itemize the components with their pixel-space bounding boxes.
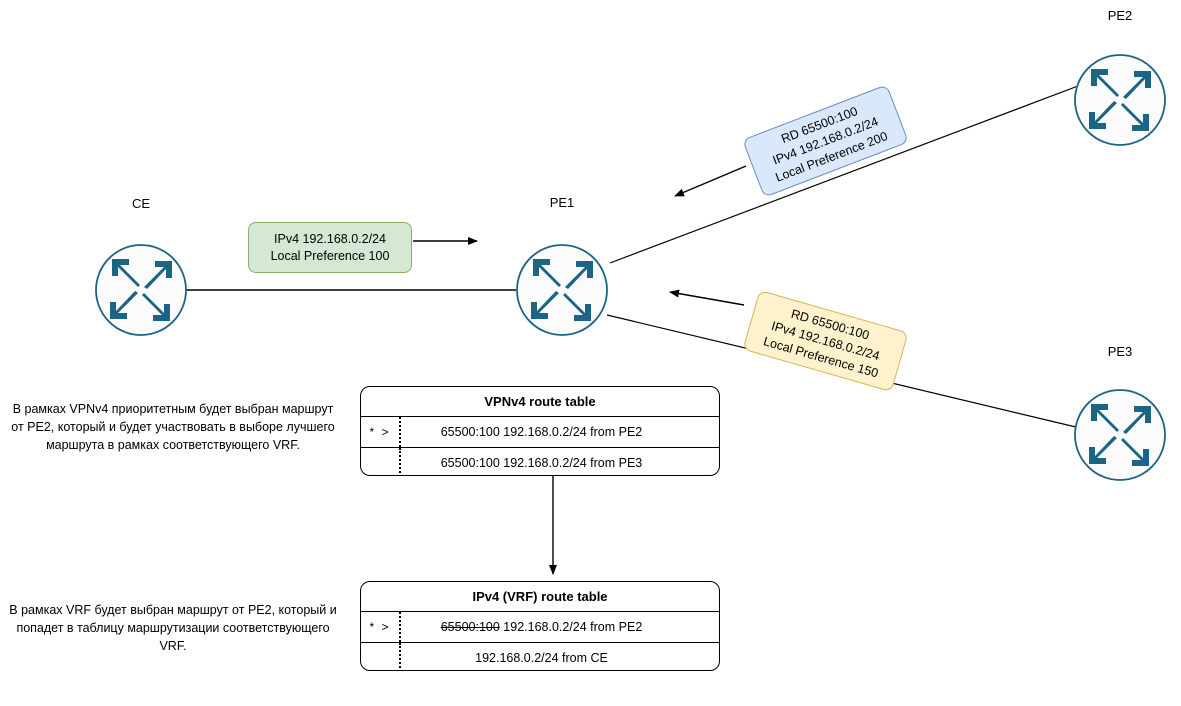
vpnv4-route-table: VPNv4 route table * > 65500:100 192.168.… [360,386,720,476]
node-label-ce: CE [131,196,151,211]
node-label-pe3: PE3 [1107,344,1133,359]
router-pe2[interactable] [1074,54,1166,146]
route-entry-text: 65500:100 192.168.0.2/24 from PE2 [402,620,719,634]
route-entry-text: 192.168.0.2/24 from CE [475,650,608,665]
table-row: 65500:100 192.168.0.2/24 from PE3 [361,447,719,475]
node-label-pe2: PE2 [1107,8,1133,23]
column-divider-dotted [399,643,402,670]
vrf-route-table: IPv4 (VRF) route table * > 65500:100 192… [360,581,720,671]
arrow-pe3-advert [669,289,745,306]
node-label-pe1: PE1 [549,195,575,210]
table-row: 192.168.0.2/24 from CE [361,642,719,670]
route-entry-text: 65500:100 192.168.0.2/24 from PE2 [440,425,643,439]
route-entry-text: 65500:100 192.168.0.2/24 from PE3 [440,455,643,470]
vpnv4-route-table-title: VPNv4 route table [361,387,719,417]
link-pe1-pe2 [609,85,1079,264]
table-row: * > 65500:100 192.168.0.2/24 from PE2 [361,417,719,447]
route-rd-struck: 65500:100 [440,620,500,634]
route-flag: * > [369,620,391,634]
router-pe1[interactable] [516,244,608,336]
route-entry-remainder: 192.168.0.2/24 from PE2 [499,620,643,634]
column-divider-dotted [399,448,402,475]
vrf-route-table-title: IPv4 (VRF) route table [361,582,719,612]
router-ce[interactable] [95,244,187,336]
column-divider-dotted [399,417,402,447]
callout-ce-advertisement: IPv4 192.168.0.2/24 Local Preference 100 [248,222,412,273]
callout-ce-line2: Local Preference 100 [270,248,390,263]
note-vpnv4-selection: В рамках VPNv4 приоритетным будет выбран… [11,402,335,452]
route-flag: * > [369,425,391,439]
callout-ce-line1: IPv4 192.168.0.2/24 [274,231,386,246]
column-divider-dotted [399,612,402,642]
note-vrf-selection: В рамках VRF будет выбран маршрут от PE2… [9,603,337,653]
arrow-pe2-advert [674,165,747,197]
table-row: * > 65500:100 192.168.0.2/24 from PE2 [361,612,719,642]
router-pe3[interactable] [1074,389,1166,481]
